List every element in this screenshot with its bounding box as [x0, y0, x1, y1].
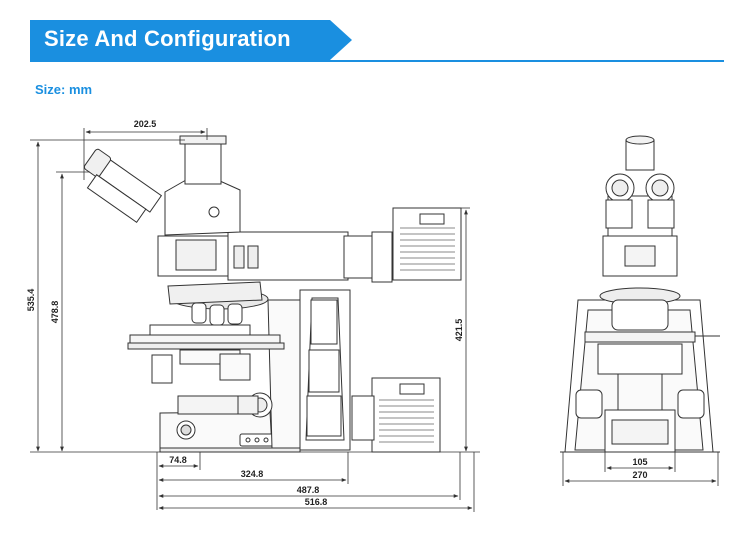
- dim-height-eyepiece: 478.8: [50, 301, 60, 324]
- size-unit-label: Size: mm: [35, 82, 93, 97]
- dim-base-front: 74.8: [169, 455, 187, 465]
- dim-height-lamp: 421.5: [454, 319, 464, 342]
- dim-depth-487: 487.8: [297, 485, 320, 495]
- dim-depth-324: 324.8: [241, 469, 264, 479]
- dim-depth-total: 516.8: [305, 497, 328, 507]
- dim-top-width: 202.5: [134, 119, 157, 129]
- banner-shape: [30, 20, 352, 60]
- side-view: [83, 135, 462, 453]
- header-rule: [30, 60, 724, 62]
- section-title: Size And Configuration: [44, 26, 291, 51]
- side-dimensions: [30, 128, 480, 512]
- front-view: [560, 135, 720, 453]
- dim-front-width-inner: 105: [632, 457, 647, 467]
- section-banner: Size And Configuration: [30, 20, 352, 60]
- dim-front-width-total: 270: [632, 470, 647, 480]
- front-dimensions: [562, 452, 719, 486]
- dim-height-total: 535.4: [26, 289, 36, 312]
